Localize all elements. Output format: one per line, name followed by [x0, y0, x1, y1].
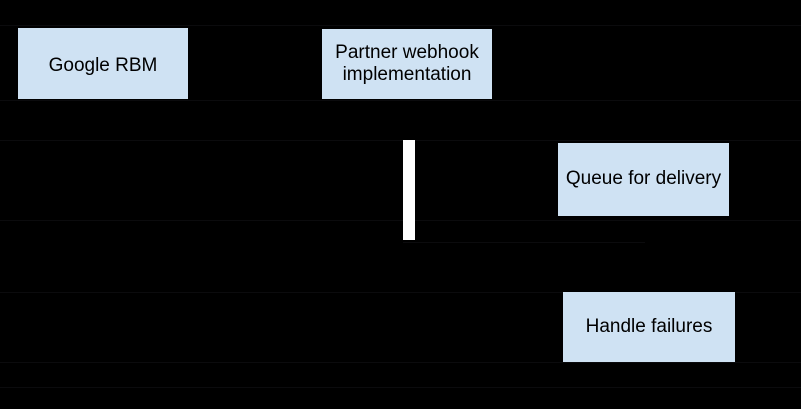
row-divider-line	[0, 25, 801, 26]
row-divider-line	[403, 242, 645, 243]
row-divider-line	[0, 362, 801, 363]
node-queue-for-delivery: Queue for delivery	[558, 143, 729, 216]
node-google-rbm-label: Google RBM	[48, 55, 158, 77]
node-partner-webhook-implementation: Partner webhook implementation	[322, 29, 492, 99]
activation-bar	[403, 140, 415, 240]
node-handle-failures: Handle failures	[563, 292, 735, 362]
row-divider-line	[0, 100, 801, 101]
row-divider-line	[0, 140, 801, 141]
node-partner-webhook-implementation-label: Partner webhook implementation	[335, 41, 479, 85]
row-divider-line	[0, 292, 801, 293]
node-google-rbm: Google RBM	[18, 28, 188, 99]
row-divider-line	[0, 387, 801, 388]
node-queue-for-delivery-label: Queue for delivery	[565, 168, 722, 190]
row-divider-line	[0, 220, 801, 221]
node-handle-failures-label: Handle failures	[585, 315, 713, 337]
